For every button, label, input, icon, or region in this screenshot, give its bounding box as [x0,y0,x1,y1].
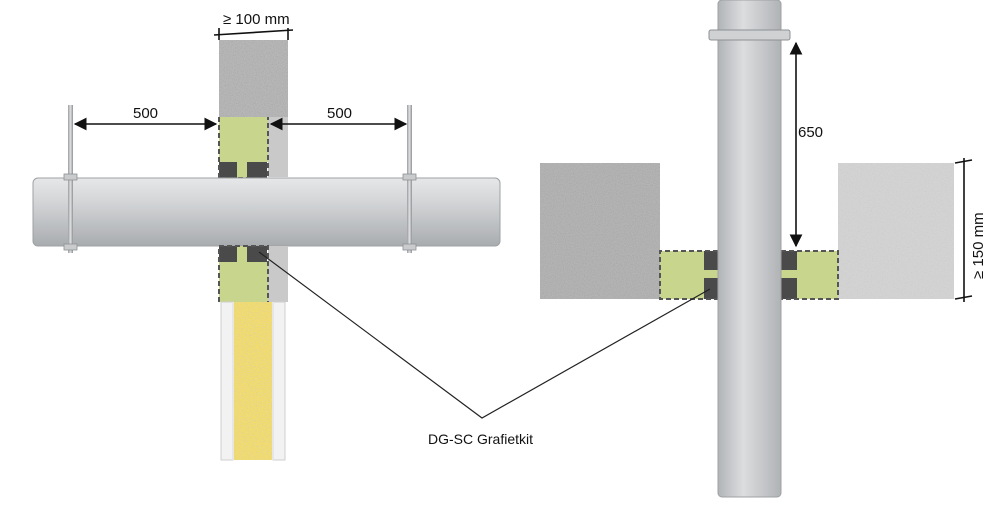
sealant-joint-upper [237,150,247,178]
wall-concrete-block [219,40,288,117]
vertical-pipe [717,0,782,498]
sealant-joint-lower [237,246,247,272]
support-distance-label: 650 [798,124,823,141]
vertical-pipe-clamp [708,29,791,41]
mineral-wool-right [797,251,838,299]
floor-slab-right [838,163,954,299]
drywall-board-right [272,301,286,461]
sealant-joint-left [700,270,718,278]
pipe-clamp-left [63,173,78,181]
drywall-core-insulation [233,302,273,460]
sealant-callout: DG-SC Grafietkit [258,251,711,447]
hanger-distance-right-label: 500 [327,105,352,122]
seal-outline-right [781,250,839,300]
pipe-clamp-right [402,173,417,181]
left-wall-detail: ≥ 100 mm 500 500 [32,11,501,461]
wall-concrete-side-lower [268,246,288,302]
seal-outline-left [659,250,718,300]
sealant-joint-right [781,270,801,278]
hanger-distance-left-label: 500 [133,105,158,122]
mineral-wool-left [660,251,705,299]
seal-outline-lower [218,245,269,302]
mineral-wool-lower [219,262,268,302]
floor-thickness-label: ≥ 150 mm [970,212,987,279]
right-floor-detail: 650 ≥ 150 mm [540,0,987,498]
drywall-board-left [220,301,234,461]
wall-concrete-side [268,117,288,177]
pipe-clamp-left-bottom [63,243,78,251]
callout-leader-line [258,251,711,419]
seal-outline-upper [218,117,269,179]
floor-slab-left [540,163,660,299]
horizontal-pipe [32,177,501,247]
pipe-clamp-right-bottom [402,243,417,251]
callout-label: DG-SC Grafietkit [428,431,533,447]
wall-thickness-line [213,29,294,36]
wall-thickness-label: ≥ 100 mm [223,11,290,28]
